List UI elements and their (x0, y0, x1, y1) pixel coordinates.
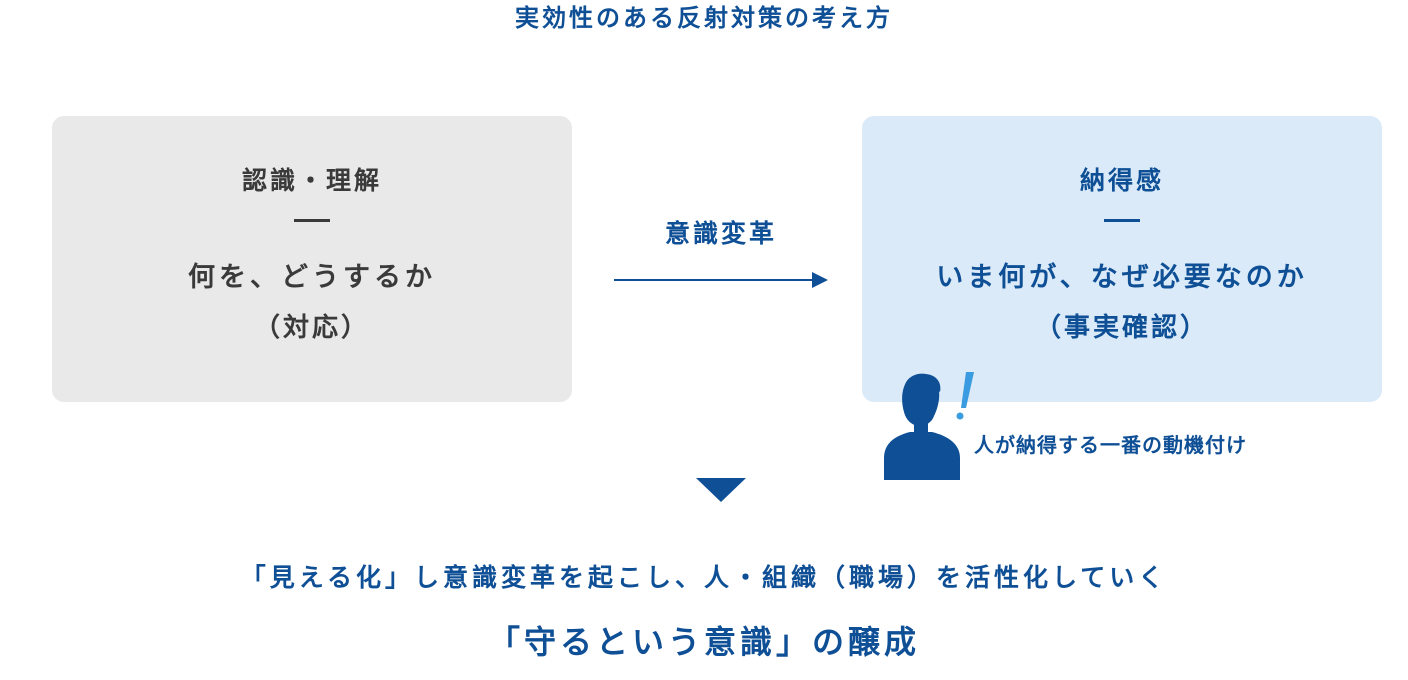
motivation-note: 人が納得する一番の動機付け (974, 433, 1247, 457)
box-recognition-heading: 認識・理解 (241, 166, 382, 195)
arrow-right-icon (614, 272, 828, 288)
diagram-title: 実効性のある反射対策の考え方 (515, 4, 893, 32)
box-conviction-dash (1104, 219, 1140, 222)
triangle-down-icon (696, 478, 746, 502)
box-conviction-line2: （事実確認） (1034, 313, 1209, 343)
box-recognition-dash (294, 219, 330, 222)
box-conviction-line1: いま何が、なぜ必要なのか (936, 262, 1308, 293)
box-conviction: 納得感 いま何が、なぜ必要なのか （事実確認） (862, 116, 1382, 402)
person-exclamation-icon (884, 372, 974, 480)
box-recognition-line2: （対応） (253, 313, 370, 343)
conclusion-line2: 「守るという意識」の醸成 (487, 623, 920, 661)
box-recognition-line1: 何を、どうするか (188, 262, 436, 293)
arrow-label: 意識変革 (664, 219, 777, 248)
box-conviction-heading: 納得感 (1079, 166, 1164, 195)
box-recognition: 認識・理解 何を、どうするか （対応） (52, 116, 572, 402)
conclusion-line1: 「見える化」し意識変革を起こし、人・組織（職場）を活性化していく (240, 563, 1168, 592)
